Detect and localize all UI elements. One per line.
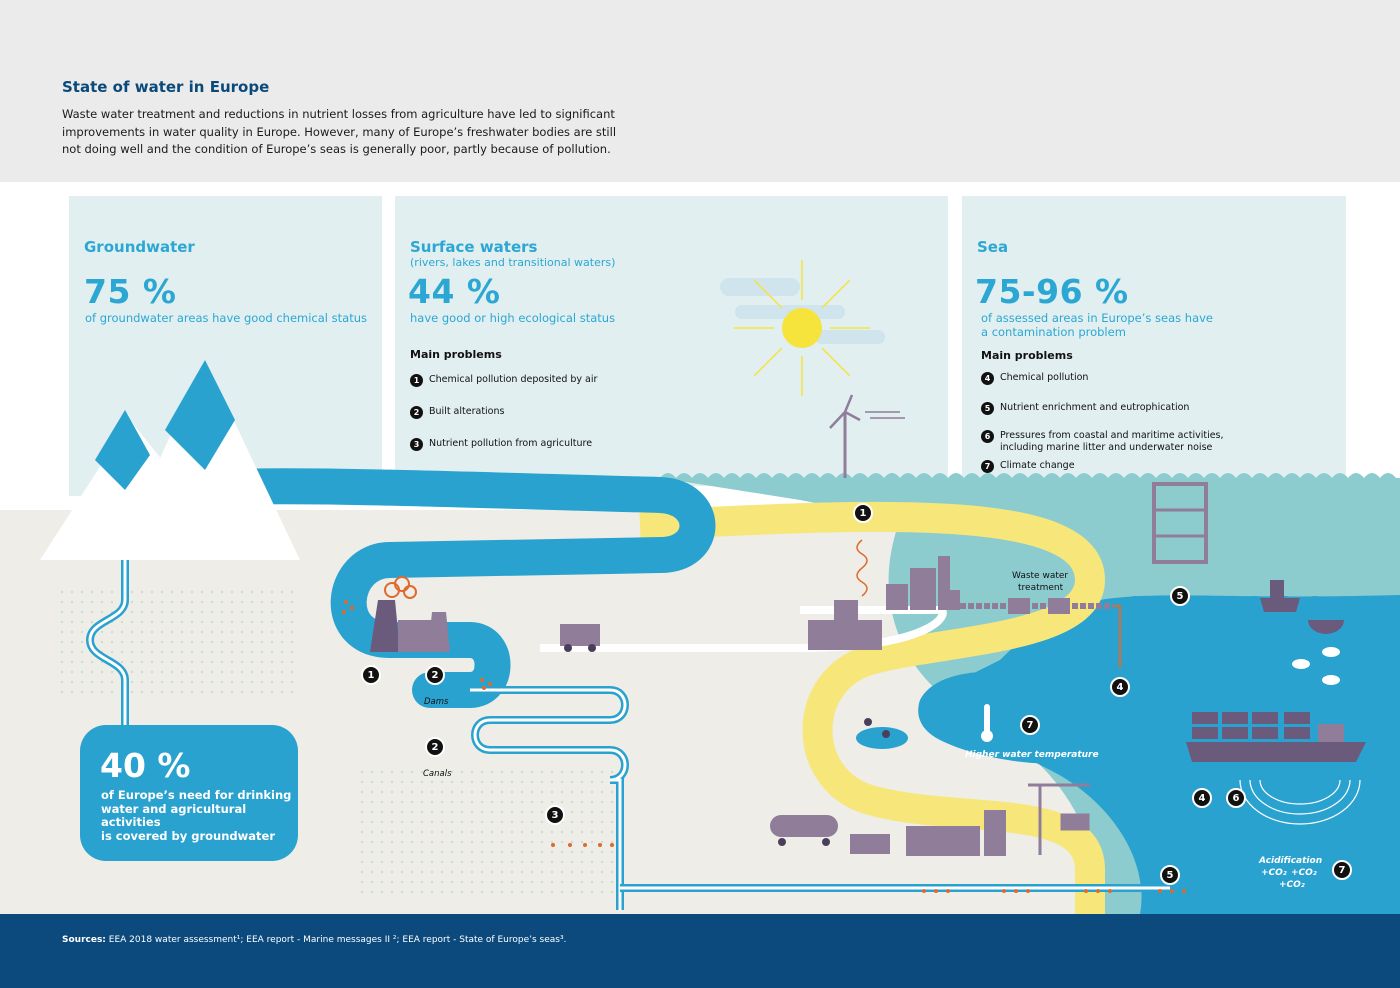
surface-waters-subtitle: (rivers, lakes and transitional waters) <box>410 256 616 269</box>
acidification-label: Acidification <box>1259 856 1323 866</box>
groundwater-percent: 75 % <box>84 272 177 311</box>
city-icon <box>808 556 960 650</box>
groundwater-desc: of groundwater areas have good chemical … <box>85 311 367 325</box>
higher-temperature-label: Higher water temperature <box>965 750 1099 760</box>
sun-icon <box>720 260 885 396</box>
water-cycle-illustration <box>0 260 1400 914</box>
marker-5-fish-farm: 5 <box>1170 586 1190 606</box>
co2-label-a: +CO₂ <box>1261 868 1287 878</box>
marker-2-canals: 2 <box>425 737 445 757</box>
power-plant-icon <box>370 600 450 652</box>
truck-icon <box>560 624 600 652</box>
sea-percent: 75-96 % <box>975 272 1129 311</box>
farm-buildings-icon <box>906 810 1006 856</box>
waste-water-label-2: treatment <box>1018 583 1064 593</box>
marker-3-agriculture: 3 <box>545 805 565 825</box>
sea-problem-6: 6 Pressures from coastal and maritime ac… <box>981 430 1224 453</box>
sources: Sources: EEA 2018 water assessment¹; EEA… <box>62 935 567 945</box>
page-title: State of water in Europe <box>62 78 270 96</box>
sea-main-problems-title: Main problems <box>981 349 1073 362</box>
sea-title: Sea <box>977 238 1009 256</box>
fish-icon <box>1292 647 1340 685</box>
marker-7-temperature: 7 <box>1020 715 1040 735</box>
marker-7-acidification: 7 <box>1332 860 1352 880</box>
marker-6-ship: 6 <box>1226 788 1246 808</box>
marker-1-powerplant: 1 <box>361 665 381 685</box>
wind-turbine-icon <box>829 394 905 478</box>
container-ship-icon <box>1186 712 1366 762</box>
surface-waters-desc: have good or high ecological status <box>410 311 616 325</box>
thermometer-icon <box>981 704 993 742</box>
co2-label-b: +CO₂ <box>1291 868 1317 878</box>
footer-band <box>0 914 1400 988</box>
crane-icon <box>1028 783 1090 855</box>
fishing-boat-icon <box>1260 575 1344 634</box>
waste-water-label-1: Waste water <box>1012 571 1069 581</box>
surface-waters-percent: 44 % <box>408 272 501 311</box>
co2-label-c: +CO₂ <box>1279 880 1305 890</box>
tanker-truck-icon <box>770 815 890 854</box>
marker-1-city: 1 <box>853 503 873 523</box>
marker-4-ship: 4 <box>1192 788 1212 808</box>
sea-desc-line2: a contamination problem <box>981 325 1126 339</box>
groundwater-use-desc: of Europe’s need for drinking water and … <box>101 788 292 843</box>
sea-panel <box>962 196 1346 486</box>
groundwater-title: Groundwater <box>84 238 195 256</box>
marker-4-outflow: 4 <box>1110 677 1130 697</box>
surface-main-problems-title: Main problems <box>410 348 502 361</box>
dams-label: Dams <box>424 697 449 707</box>
fish-farm-icon <box>1152 482 1208 564</box>
intro-text: Waste water treatment and reductions in … <box>62 107 617 156</box>
surface-waters-title: Surface waters <box>410 238 538 256</box>
sea-desc-line1: of assessed areas in Europe’s seas have <box>981 311 1214 325</box>
marker-5-coast: 5 <box>1160 865 1180 885</box>
marker-2-dams: 2 <box>425 665 445 685</box>
groundwater-use-percent: 40 % <box>100 746 191 785</box>
groundwater-use-bubble <box>80 725 298 861</box>
header-band <box>0 0 1400 182</box>
canals-label: Canals <box>423 769 452 779</box>
